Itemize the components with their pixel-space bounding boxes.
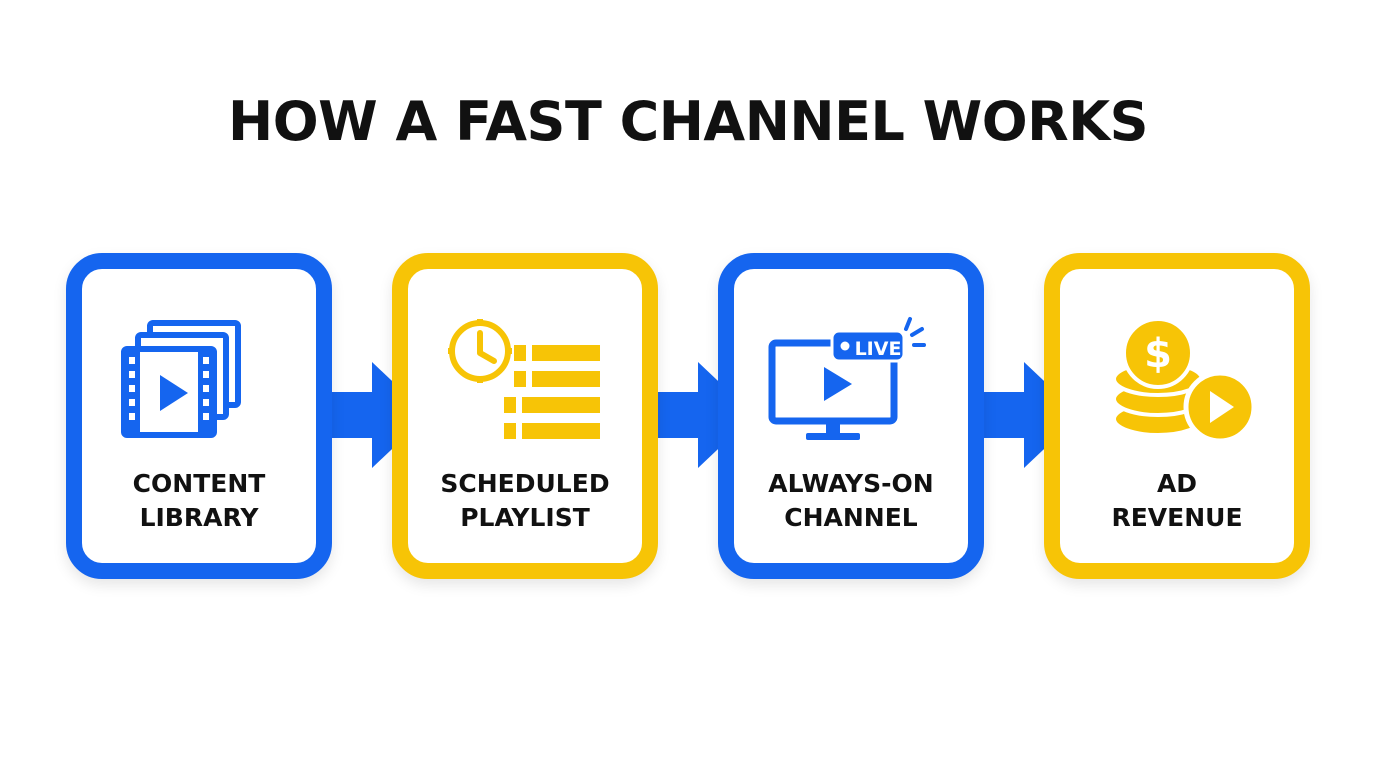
- step-label: ALWAYS-ON CHANNEL: [768, 469, 934, 532]
- step-card-ad-revenue: $ AD REVENUE: [1044, 253, 1310, 579]
- clock-playlist-icon: [446, 317, 600, 439]
- step-label: SCHEDULED PLAYLIST: [440, 469, 610, 532]
- dollar-sign: $: [1144, 331, 1172, 377]
- coins-play-icon: $: [1112, 317, 1257, 444]
- step-card-scheduled-playlist: SCHEDULED PLAYLIST: [392, 253, 658, 579]
- step-label: CONTENT LIBRARY: [132, 469, 266, 532]
- live-tv-icon: LIVE: [768, 317, 926, 440]
- step-card-content-library: CONTENT LIBRARY: [66, 253, 332, 579]
- video-library-icon: [121, 320, 241, 438]
- step-label: AD REVENUE: [1111, 469, 1243, 532]
- diagram-title: HOW A FAST CHANNEL WORKS: [228, 90, 1148, 153]
- step-card-always-on-channel: LIVE ALWAYS-ON CHANNEL: [718, 253, 984, 579]
- live-badge-text: LIVE: [855, 338, 902, 360]
